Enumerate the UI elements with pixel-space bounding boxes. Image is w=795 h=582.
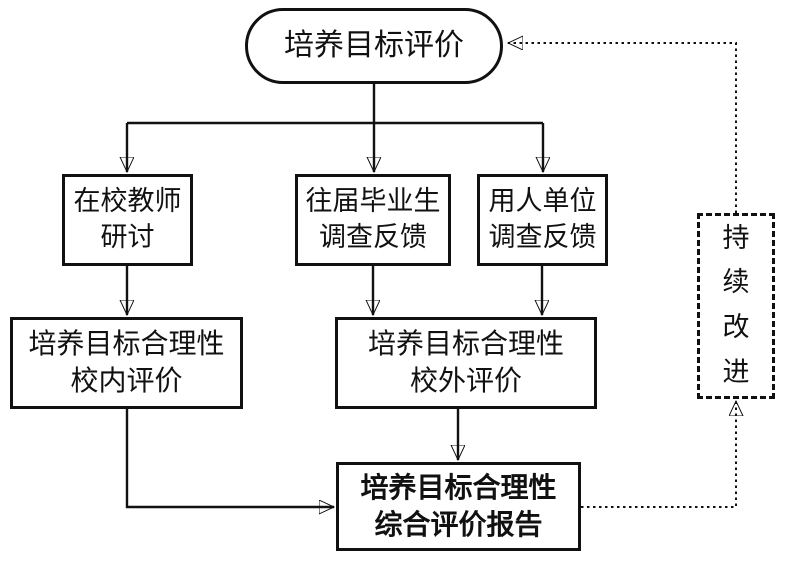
node-external-evaluation-line1: 培养目标合理性 <box>367 327 564 361</box>
node-continuous-improvement-label: 持续改进 <box>722 222 750 388</box>
dotted-arrow-report-to-improve <box>581 401 736 508</box>
node-internal-evaluation-line2: 校内评价 <box>70 364 183 397</box>
node-employer-feedback-line2: 调查反馈 <box>488 222 597 253</box>
node-teacher-discussion: 在校教师 研讨 <box>62 174 193 266</box>
node-employer-feedback-line1: 用人单位 <box>488 186 597 218</box>
node-external-evaluation: 培养目标合理性 校外评价 <box>335 317 597 409</box>
node-employer-feedback: 用人单位 调查反馈 <box>477 174 608 266</box>
node-graduate-feedback-line2: 调查反馈 <box>319 222 427 253</box>
node-teacher-discussion-line1: 在校教师 <box>73 186 182 218</box>
arrow-internal-to-report <box>125 408 334 507</box>
node-comprehensive-report-line1: 培养目标合理性 <box>360 470 557 504</box>
node-continuous-improvement: 持续改进 <box>697 213 775 399</box>
node-goal-evaluation: 培养目标评价 <box>245 8 503 84</box>
node-internal-evaluation-line1: 培养目标合理性 <box>28 327 225 361</box>
node-teacher-discussion-line2: 研讨 <box>100 222 155 253</box>
node-external-evaluation-line2: 校外评价 <box>409 364 522 397</box>
node-graduate-feedback: 往届毕业生 调查反馈 <box>295 174 451 266</box>
node-goal-evaluation-label: 培养目标评价 <box>284 28 464 64</box>
node-comprehensive-report: 培养目标合理性 综合评价报告 <box>336 462 581 551</box>
node-internal-evaluation: 培养目标合理性 校内评价 <box>10 317 243 409</box>
node-graduate-feedback-line1: 往届毕业生 <box>305 186 441 218</box>
node-comprehensive-report-line2: 综合评价报告 <box>374 507 543 541</box>
